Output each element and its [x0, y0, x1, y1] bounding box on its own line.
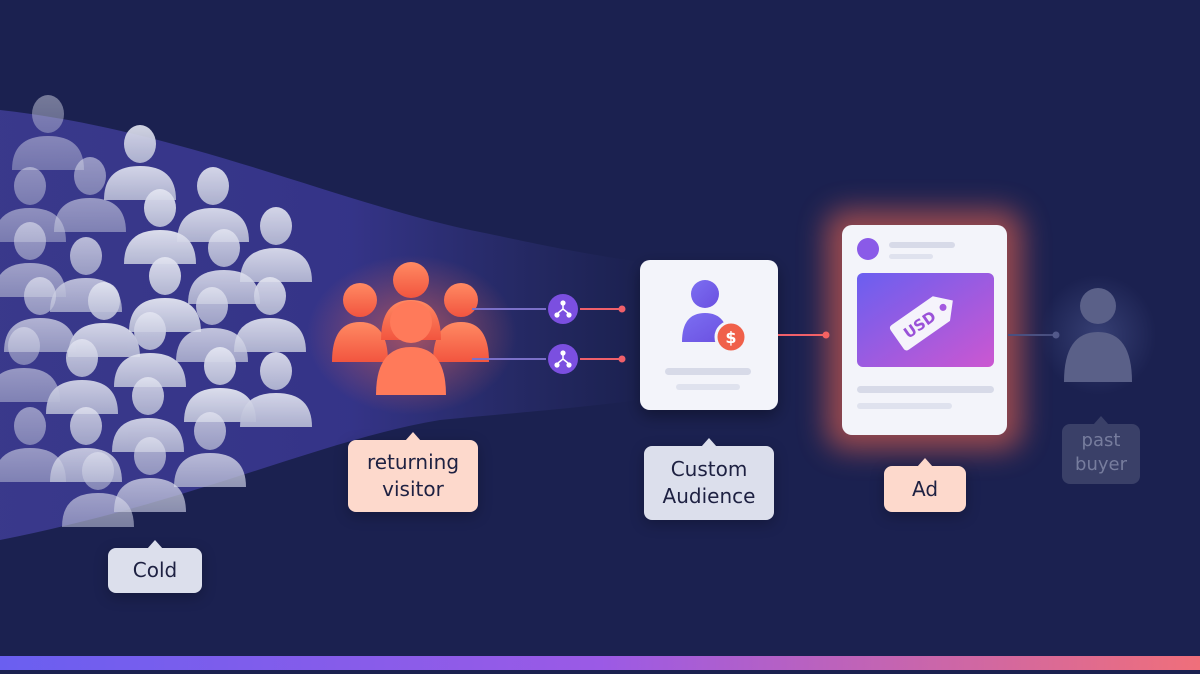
cold-person-icon — [240, 352, 312, 427]
cold-person-icon — [0, 327, 60, 402]
label-returning-line1: returning — [366, 450, 460, 474]
cold-person-icon — [234, 277, 306, 352]
label-custom-line2: Audience — [662, 484, 756, 508]
label-ad: Ad — [884, 458, 966, 512]
placeholder-line — [665, 368, 751, 375]
dollar-badge: $ — [725, 328, 736, 347]
cold-person-icon — [114, 437, 186, 512]
network-node-icon — [548, 344, 578, 374]
cold-person-icon — [240, 207, 312, 282]
cold-person-icon — [174, 412, 246, 487]
label-ad-text: Ad — [911, 477, 939, 501]
cold-person-icon — [184, 347, 256, 422]
past-buyer-icon — [1040, 275, 1156, 395]
placeholder-line — [676, 384, 740, 390]
cold-person-icon — [54, 157, 126, 232]
network-node-icon — [548, 294, 578, 324]
cold-person-icon — [62, 452, 134, 527]
user-dollar-icon: $ — [682, 280, 748, 354]
returning-visitor-icon — [307, 255, 517, 415]
ad-avatar — [857, 238, 879, 260]
label-returning-line2: visitor — [382, 477, 444, 501]
label-past-line2: buyer — [1075, 454, 1127, 475]
connector-bottom — [472, 355, 626, 363]
label-cold: Cold — [108, 540, 202, 593]
cold-crowd — [0, 95, 312, 527]
cold-person-icon — [124, 189, 196, 264]
label-cold-text: Cold — [132, 558, 178, 582]
connector-ad — [778, 331, 830, 339]
label-custom-audience: Custom Audience — [644, 438, 774, 520]
cold-person-icon — [114, 312, 186, 387]
cold-person-icon — [12, 95, 84, 170]
cold-person-icon — [112, 377, 184, 452]
label-past-buyer: past buyer — [1062, 416, 1140, 484]
cold-person-icon — [46, 339, 118, 414]
connector-top — [472, 305, 626, 313]
label-returning-visitor: returning visitor — [348, 432, 478, 512]
label-custom-line1: Custom — [670, 457, 748, 481]
cold-person-icon — [0, 407, 66, 482]
bottom-gradient-bar — [0, 656, 1200, 670]
label-past-line1: past — [1081, 430, 1121, 451]
